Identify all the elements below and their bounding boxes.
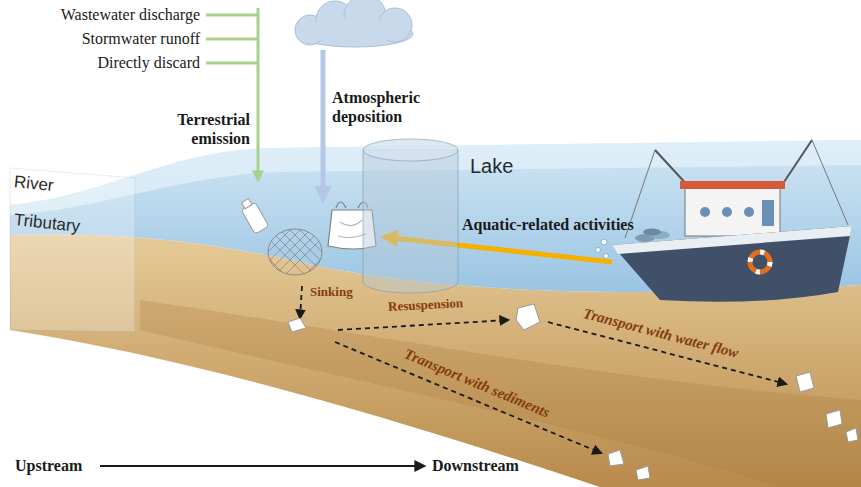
text-label: Atmospheric deposition xyxy=(332,88,437,126)
cylinder-body xyxy=(363,150,458,293)
sediment-shade xyxy=(140,300,861,487)
text-label: Downstream xyxy=(432,456,519,475)
text-label: Wastewater discharge xyxy=(10,5,200,24)
text-label: Sinking xyxy=(310,284,353,300)
flow-direction-arrow xyxy=(100,465,424,467)
text-label: Upstream xyxy=(15,456,82,475)
cylinder-shape xyxy=(362,138,459,295)
text-label: Directly discard xyxy=(10,53,200,72)
cylinder-top xyxy=(363,139,458,161)
text-label: Stormwater runoff xyxy=(10,29,200,48)
plastic-debris xyxy=(288,304,858,480)
text-label: Aquatic-related activities xyxy=(462,215,634,234)
transport-arrows xyxy=(300,286,786,453)
tributary-block xyxy=(10,168,135,332)
cloud-fill xyxy=(303,18,407,42)
fishing-boat xyxy=(596,140,853,302)
deposition-arrow xyxy=(321,50,326,200)
text-label: River xyxy=(13,172,55,196)
node-label: Lake xyxy=(470,154,513,178)
text-label: Terrestrial emission xyxy=(150,110,250,148)
emission-lines xyxy=(206,8,258,180)
cloud-icon xyxy=(295,0,413,47)
bottle-icon xyxy=(238,197,269,234)
